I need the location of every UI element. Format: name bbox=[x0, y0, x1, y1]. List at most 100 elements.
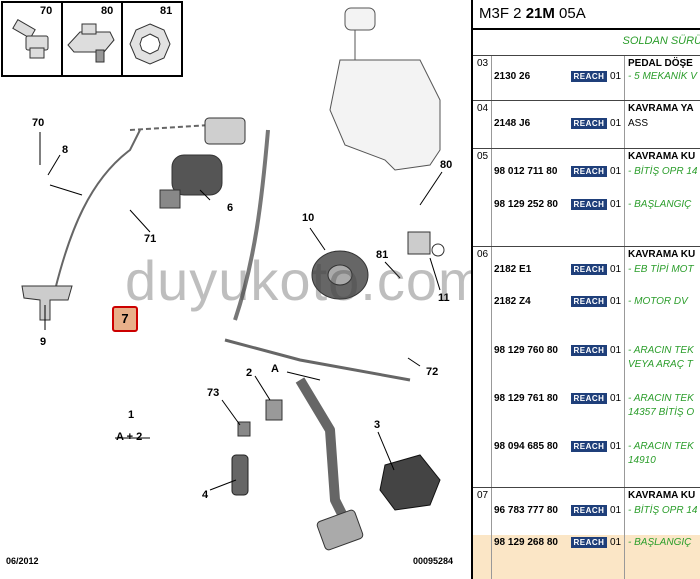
reach-badge: REACH bbox=[571, 296, 607, 307]
thumb-label-81: 81 bbox=[160, 5, 173, 17]
group-number: 04 bbox=[477, 103, 489, 114]
reach-badge: REACH bbox=[571, 345, 607, 356]
watermark: duyukoto.com bbox=[125, 249, 486, 312]
row-description: - EB TİPİ MOT bbox=[628, 264, 694, 275]
callout-1: 1 bbox=[128, 409, 135, 421]
part-number[interactable]: 96 783 777 80 bbox=[494, 505, 558, 516]
quantity: 01 bbox=[610, 264, 622, 275]
quantity: 01 bbox=[610, 118, 622, 129]
row-description: - BİTİŞ OPR 14 bbox=[628, 505, 698, 516]
callout-73: 73 bbox=[207, 387, 220, 399]
master-cylinder-drawing bbox=[159, 117, 246, 209]
highlighted-callout-7[interactable]: 7 bbox=[112, 306, 138, 332]
pedal-rubber-drawing bbox=[379, 454, 441, 511]
part-number[interactable]: 98 129 252 80 bbox=[494, 199, 558, 210]
row-description-line2: 14357 BİTİŞ O bbox=[628, 407, 695, 418]
quantity: 01 bbox=[610, 345, 622, 356]
nut-drawing bbox=[237, 421, 251, 437]
quantity: 01 bbox=[610, 296, 622, 307]
table-row[interactable]: 98 012 711 80 REACH 01 - BİTİŞ OPR 14 bbox=[473, 166, 700, 182]
row-description: - 5 MEKANİK V bbox=[628, 71, 697, 82]
reach-badge: REACH bbox=[571, 118, 607, 129]
callout-10: 10 bbox=[302, 212, 315, 224]
reach-badge: REACH bbox=[571, 537, 607, 548]
row-description: - MOTOR DV bbox=[628, 296, 688, 307]
clip-thumbnail bbox=[67, 23, 115, 63]
part-number[interactable]: 98 094 685 80 bbox=[494, 441, 558, 452]
callout-4: 4 bbox=[202, 489, 209, 501]
callout-2: 2 bbox=[246, 367, 253, 379]
row-description: - ARACIN TEK bbox=[628, 441, 694, 452]
table-row[interactable]: 2182 Z4 REACH 01 - MOTOR DV bbox=[473, 296, 700, 312]
reach-badge: REACH bbox=[571, 505, 607, 516]
reach-badge: REACH bbox=[571, 71, 607, 82]
part-number[interactable]: 2148 J6 bbox=[494, 118, 531, 129]
callout-72: 72 bbox=[426, 366, 439, 378]
part-number[interactable]: 98 012 711 80 bbox=[494, 166, 558, 177]
group-title: KAVRAMA KU bbox=[628, 249, 696, 260]
group-number: 07 bbox=[477, 490, 489, 501]
callout-6: 6 bbox=[227, 202, 234, 214]
bearing-drawing bbox=[311, 250, 369, 300]
row-description: - BAŞLANGIÇ bbox=[628, 199, 692, 210]
quantity: 01 bbox=[610, 505, 622, 516]
quantity: 01 bbox=[610, 393, 622, 404]
row-description: - ARACIN TEK bbox=[628, 393, 694, 404]
bolt-thumbnail bbox=[12, 18, 49, 59]
group-title: PEDAL DÖŞE bbox=[628, 58, 693, 69]
callout-11: 11 bbox=[438, 292, 450, 304]
table-row[interactable]: 2148 J6 REACH 01 ASS bbox=[473, 118, 700, 134]
callout-a: A bbox=[271, 363, 279, 375]
table-row[interactable]: 98 129 761 80 REACH 01 - ARACIN TEK 1435… bbox=[473, 393, 700, 423]
table-row[interactable]: 98 129 268 80 REACH 01 - BAŞLANGIÇ bbox=[473, 537, 700, 553]
row-description: ASS bbox=[628, 118, 649, 129]
row-description-line2: VEYA ARAÇ T bbox=[628, 359, 693, 370]
reservoir-drawing bbox=[329, 7, 441, 171]
table-header: M3F 2 21M 05A bbox=[473, 0, 700, 30]
diagram-code: 00095284 bbox=[413, 556, 454, 566]
callout-70: 70 bbox=[32, 117, 45, 129]
washer-thumbnail bbox=[129, 23, 171, 65]
bracket-drawing bbox=[21, 285, 73, 321]
bushing-drawing bbox=[265, 399, 283, 421]
quantity: 01 bbox=[610, 441, 622, 452]
table-row[interactable]: 98 129 252 80 REACH 01 - BAŞLANGIÇ bbox=[473, 199, 700, 215]
diagram-date: 06/2012 bbox=[6, 556, 39, 566]
thumb-label-70: 70 bbox=[40, 5, 53, 17]
group-06: 06 KAVRAMA KU 2182 E1 REACH 01 - EB TİPİ… bbox=[473, 246, 700, 487]
callout-80: 80 bbox=[440, 159, 453, 171]
callout-71: 71 bbox=[144, 233, 157, 245]
group-number: 03 bbox=[477, 58, 489, 69]
callout-9: 9 bbox=[40, 336, 47, 348]
cable-line bbox=[54, 129, 141, 291]
ref-prefix: M3F 2 bbox=[479, 5, 526, 22]
part-number[interactable]: 2130 26 bbox=[494, 71, 531, 82]
row-description: - BAŞLANGIÇ bbox=[628, 537, 692, 548]
row-description-line2: 14910 bbox=[628, 455, 656, 466]
reach-badge: REACH bbox=[571, 264, 607, 275]
diagram-drawing bbox=[1, 1, 445, 551]
table-row[interactable]: 98 094 685 80 REACH 01 - ARACIN TEK 1491… bbox=[473, 441, 700, 471]
group-title: KAVRAMA KU bbox=[628, 151, 696, 162]
row-description: - BİTİŞ OPR 14 bbox=[628, 166, 698, 177]
part-number[interactable]: 98 129 760 80 bbox=[494, 345, 558, 356]
table-row[interactable]: 98 129 760 80 REACH 01 - ARACIN TEK VEYA… bbox=[473, 345, 700, 375]
ref-bold: 21M bbox=[525, 5, 555, 22]
pedal-pad-drawing bbox=[316, 509, 364, 551]
switch-drawing bbox=[407, 231, 445, 257]
part-number[interactable]: 98 129 761 80 bbox=[494, 393, 558, 404]
part-number[interactable]: 2182 E1 bbox=[494, 264, 532, 275]
table-row[interactable]: 96 783 777 80 REACH 01 - BİTİŞ OPR 14 bbox=[473, 505, 700, 521]
group-title: KAVRAMA KU bbox=[628, 490, 696, 501]
reach-badge: REACH bbox=[571, 393, 607, 404]
part-number[interactable]: 2182 Z4 bbox=[494, 296, 531, 307]
table-row[interactable]: 2130 26 REACH 01 - 5 MEKANİK V bbox=[473, 71, 700, 87]
table-row[interactable]: 2182 E1 REACH 01 - EB TİPİ MOT bbox=[473, 264, 700, 280]
reach-badge: REACH bbox=[571, 166, 607, 177]
callout-8: 8 bbox=[62, 144, 69, 156]
row-description: - ARACIN TEK bbox=[628, 345, 694, 356]
spring-drawing bbox=[231, 454, 249, 496]
group-04: 04 KAVRAMA YA 2148 J6 REACH 01 ASS bbox=[473, 100, 700, 148]
group-03: 03 PEDAL DÖŞE 2130 26 REACH 01 - 5 MEKAN… bbox=[473, 55, 700, 100]
part-number[interactable]: 98 129 268 80 bbox=[494, 537, 558, 548]
